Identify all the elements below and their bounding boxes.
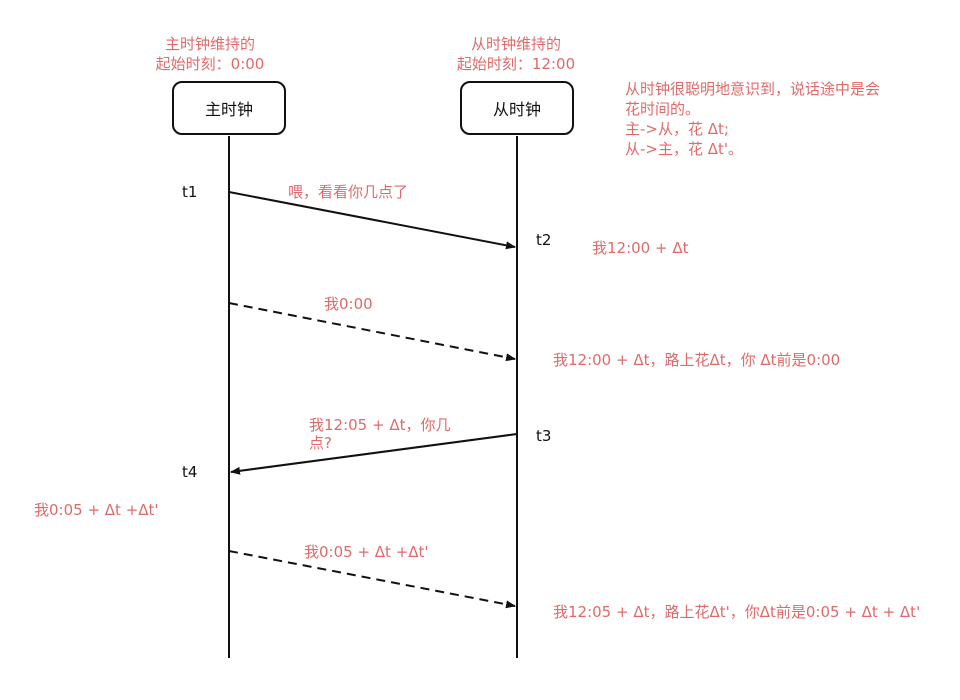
side-note-line-2: 花时间的。 — [625, 100, 701, 118]
master-clock-label: 主时钟 — [204, 100, 253, 119]
message-4-arrow — [228, 550, 516, 609]
message-2-label: 我0:00 — [324, 295, 373, 313]
message-3-label: 我12:05 + Δt，你几 点? — [309, 416, 450, 452]
message-3-label-line-2: 点? — [309, 434, 332, 452]
message-1-label: 喂，看看你几点了 — [288, 183, 409, 201]
time-mark-t2: t2 — [536, 231, 552, 249]
side-note-line-4: 从->主，花 Δt'。 — [625, 140, 744, 158]
slave-clock-label: 从时钟 — [492, 100, 541, 119]
master-t4-annotation: 我0:05 + Δt +Δt' — [34, 501, 159, 519]
slave-note-line-1: 从时钟维持的 — [470, 35, 562, 53]
time-mark-t1: t1 — [182, 183, 198, 201]
master-note-line-2: 起始时刻：0:00 — [155, 55, 265, 73]
message-1-arrow — [228, 191, 516, 250]
message-3-arrow — [230, 433, 518, 475]
message-4-label: 我0:05 + Δt +Δt' — [304, 543, 429, 561]
message-2-arrow — [228, 302, 516, 362]
master-start-note: 主时钟维持的 起始时刻：0:00 — [156, 34, 265, 74]
side-note-line-1: 从时钟很聪明地意识到，说话途中是会 — [625, 80, 881, 98]
time-mark-t4: t4 — [182, 463, 198, 481]
slave-msg4-annotation: 我12:05 + Δt，路上花Δt'，你Δt前是0:05 + Δt + Δt' — [553, 603, 921, 621]
side-note: 从时钟很聪明地意识到，说话途中是会 花时间的。 主->从，花 Δt; 从->主，… — [625, 79, 880, 159]
master-note-line-1: 主时钟维持的 — [164, 35, 255, 53]
master-clock-box: 主时钟 — [172, 81, 286, 135]
side-note-line-3: 主->从，花 Δt; — [625, 120, 729, 138]
slave-clock-box: 从时钟 — [460, 81, 574, 135]
time-mark-t3: t3 — [536, 427, 552, 445]
slave-start-note: 从时钟维持的 起始时刻：12:00 — [457, 34, 575, 74]
message-3-label-line-1: 我12:05 + Δt，你几 — [309, 416, 451, 434]
slave-msg2-annotation: 我12:00 + Δt，路上花Δt，你 Δt前是0:00 — [553, 351, 841, 369]
slave-t2-annotation: 我12:00 + Δt — [592, 239, 689, 257]
slave-note-line-2: 起始时刻：12:00 — [456, 55, 576, 73]
